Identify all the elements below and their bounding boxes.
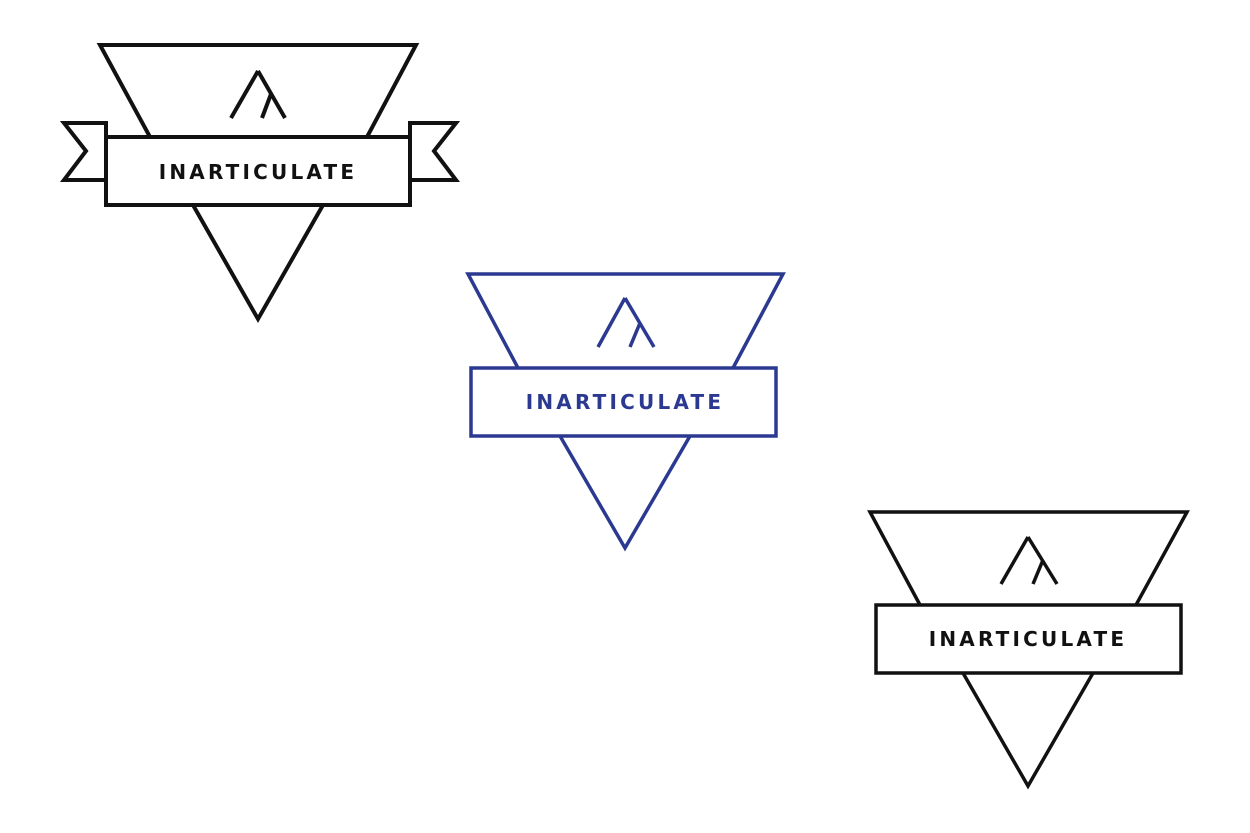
wordmark-text: INARTICULATE <box>526 390 725 414</box>
triangle-bottom <box>191 204 325 324</box>
wordmark-text: INARTICULATE <box>929 627 1128 651</box>
lambda-peak-icon <box>229 70 287 119</box>
banner-box <box>469 366 778 438</box>
triangle-bottom <box>961 672 1095 790</box>
triangle-top <box>867 510 1190 606</box>
logo-black-ribbon: INARTICULATE <box>0 0 520 340</box>
lambda-peak-icon <box>596 297 656 348</box>
banner-box <box>874 603 1183 675</box>
triangle-top <box>96 43 420 138</box>
wordmark-text: INARTICULATE <box>159 160 358 184</box>
triangle-top <box>465 272 786 369</box>
triangle-bottom <box>558 435 692 552</box>
lambda-peak-icon <box>999 536 1059 585</box>
banner-box <box>104 135 412 207</box>
